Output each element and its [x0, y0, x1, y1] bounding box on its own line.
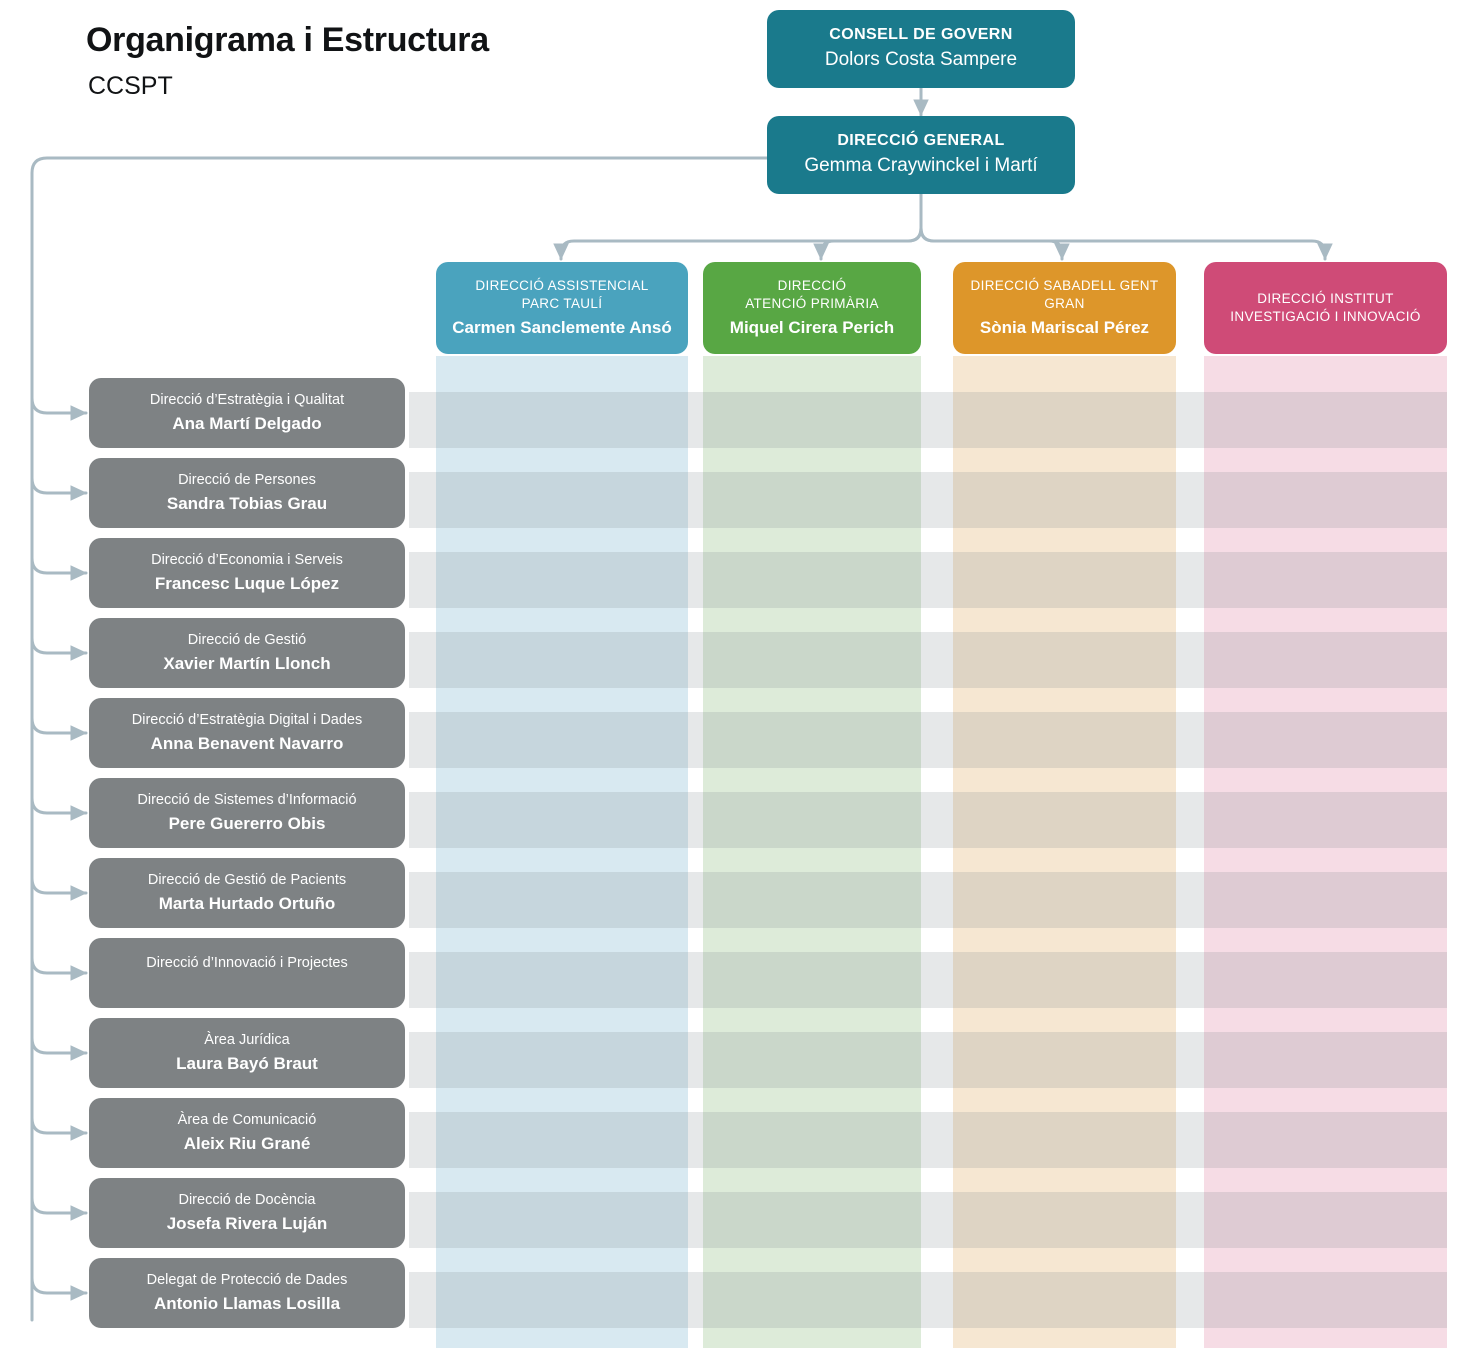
row-stripe-9	[409, 1032, 1447, 1088]
staff-box-title-5: Direcció d’Estratègia Digital i Dades	[131, 712, 363, 729]
node-direccio-general[interactable]: DIRECCIÓ GENERAL Gemma Craywinckel i Mar…	[767, 116, 1075, 194]
division-header-2[interactable]: DIRECCIÓ ATENCIÓ PRIMÀRIA Miquel Cirera P…	[703, 262, 921, 354]
staff-box-name-3: Francesc Luque López	[154, 573, 340, 593]
division-header-3[interactable]: DIRECCIÓ SABADELL GENT GRAN Sònia Marisca…	[953, 262, 1176, 354]
staff-box-name-9: Laura Bayó Braut	[176, 1053, 318, 1073]
division-header-name-1: Carmen Sanclemente Ansó	[452, 318, 672, 338]
staff-box-name-5: Anna Benavent Navarro	[150, 733, 344, 753]
staff-box-8[interactable]: Direcció d’Innovació i Projectes	[89, 938, 405, 1008]
row-stripe-6	[409, 792, 1447, 848]
staff-box-name-2: Sandra Tobias Grau	[166, 493, 328, 513]
row-stripe-3	[409, 552, 1447, 608]
staff-box-name-6: Pere Guererro Obis	[168, 813, 326, 833]
edge-dg-to-div-1	[553, 226, 923, 261]
page-title: Organigrama i Estructura	[86, 21, 489, 59]
edge-rail-to-staff-1	[30, 396, 88, 421]
division-header-title-3: DIRECCIÓ SABADELL GENT GRAN	[970, 277, 1159, 311]
edge-rail-to-staff-11	[30, 1196, 88, 1221]
edge-staff-rail	[30, 156, 769, 1322]
division-header-title-2: DIRECCIÓ ATENCIÓ PRIMÀRIA	[745, 277, 879, 311]
division-band-2	[703, 356, 921, 1348]
node-consell-de-govern[interactable]: CONSELL DE GOVERN Dolors Costa Sampere	[767, 10, 1075, 88]
staff-box-title-9: Àrea Jurídica	[204, 1032, 290, 1049]
row-stripe-8	[409, 952, 1447, 1008]
staff-box-name-4: Xavier Martín Llonch	[163, 653, 331, 673]
edge-rail-to-staff-5	[30, 716, 88, 741]
row-stripe-12	[409, 1272, 1447, 1328]
staff-box-title-11: Direcció de Docència	[178, 1192, 316, 1209]
division-header-4[interactable]: DIRECCIÓ INSTITUT INVESTIGACIÓ I INNOVAC…	[1204, 262, 1447, 354]
staff-box-title-12: Delegat de Protecció de Dades	[146, 1272, 348, 1289]
edge-rail-to-staff-12	[30, 1276, 88, 1301]
edge-rail-to-staff-7	[30, 876, 88, 901]
division-header-title-4: DIRECCIÓ INSTITUT INVESTIGACIÓ I INNOVAC…	[1230, 290, 1421, 324]
row-stripe-2	[409, 472, 1447, 528]
staff-box-title-1: Direcció d’Estratègia i Qualitat	[149, 392, 345, 409]
staff-box-name-11: Josefa Rivera Luján	[166, 1213, 328, 1233]
staff-box-title-7: Direcció de Gestió de Pacients	[147, 872, 347, 889]
edge-rail-to-staff-3	[30, 556, 88, 581]
staff-box-name-12: Antonio Llamas Losilla	[153, 1293, 341, 1313]
row-stripe-5	[409, 712, 1447, 768]
staff-box-name-10: Aleix Riu Grané	[183, 1133, 311, 1153]
row-stripe-4	[409, 632, 1447, 688]
edge-rail-to-staff-4	[30, 636, 88, 661]
division-band-1	[436, 356, 688, 1348]
node-dg-title: DIRECCIÓ GENERAL	[837, 132, 1005, 150]
row-stripe-1	[409, 392, 1447, 448]
edge-rail-to-staff-2	[30, 476, 88, 501]
division-band-4	[1204, 356, 1447, 1348]
row-stripe-11	[409, 1192, 1447, 1248]
staff-box-title-10: Àrea de Comunicació	[177, 1112, 317, 1129]
edge-dg-to-div-4	[919, 226, 1333, 261]
staff-box-title-3: Direcció d’Economia i Serveis	[151, 552, 343, 569]
node-consell-name: Dolors Costa Sampere	[824, 49, 1018, 71]
division-header-name-2: Miquel Cirera Perich	[729, 318, 895, 338]
edge-dg-to-div-3	[919, 226, 1070, 261]
edge-rail-to-staff-10	[30, 1116, 88, 1141]
node-consell-title: CONSELL DE GOVERN	[829, 26, 1013, 44]
staff-box-title-6: Direcció de Sistemes d’Informació	[137, 792, 357, 809]
staff-box-name-1: Ana Martí Delgado	[172, 413, 322, 433]
node-dg-name: Gemma Craywinckel i Martí	[804, 155, 1038, 177]
page-subtitle: CCSPT	[88, 72, 173, 101]
row-stripe-10	[409, 1112, 1447, 1168]
edge-rail-to-staff-8	[30, 956, 88, 981]
edge-rail-to-staff-6	[30, 796, 88, 821]
edge-dg-to-div-2	[813, 226, 923, 261]
edge-rail-to-staff-9	[30, 1036, 88, 1061]
division-band-3	[953, 356, 1176, 1348]
staff-box-name-7: Marta Hurtado Ortuño	[158, 893, 336, 913]
staff-box-title-4: Direcció de Gestió	[187, 632, 307, 649]
division-header-1[interactable]: DIRECCIÓ ASSISTENCIAL PARC TAULÍ Carmen S…	[436, 262, 688, 354]
division-header-name-3: Sònia Mariscal Pérez	[979, 318, 1150, 338]
row-stripe-7	[409, 872, 1447, 928]
title-block: Organigrama i Estructura CCSPT	[86, 21, 489, 101]
division-header-title-1: DIRECCIÓ ASSISTENCIAL PARC TAULÍ	[475, 277, 649, 311]
staff-box-title-2: Direcció de Persones	[178, 472, 316, 489]
staff-box-title-8: Direcció d’Innovació i Projectes	[146, 955, 348, 971]
